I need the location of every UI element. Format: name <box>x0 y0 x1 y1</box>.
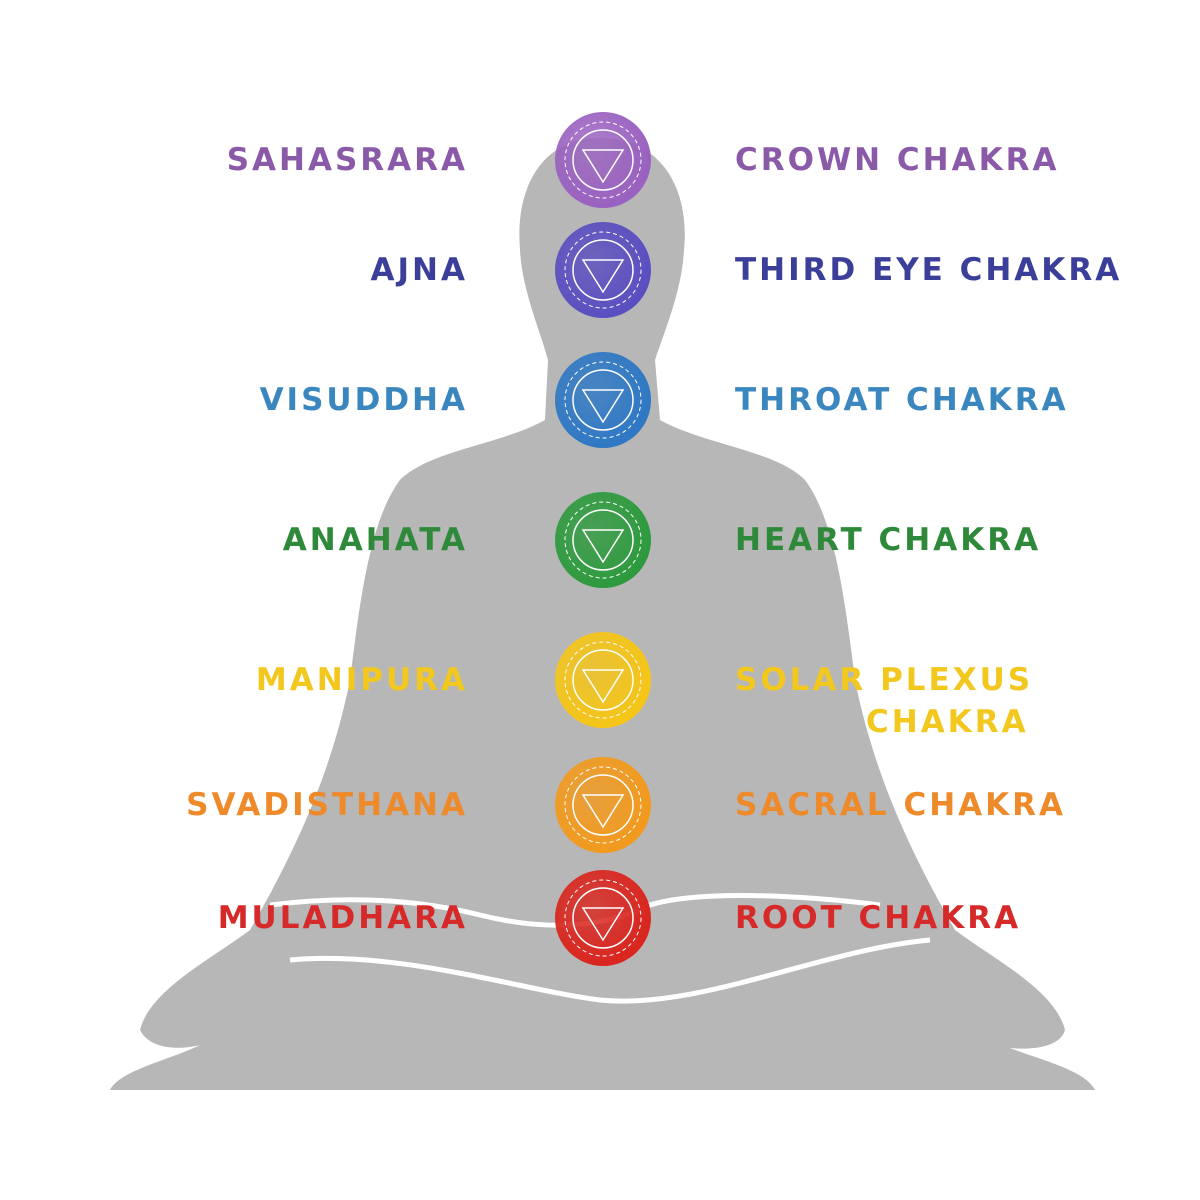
sanskrit-label: SVADISTHANA <box>186 787 468 823</box>
crown-chakra-icon <box>555 112 651 208</box>
heart-chakra-icon <box>555 492 651 588</box>
sanskrit-label: SAHASRARA <box>226 142 468 178</box>
root-chakra-icon <box>555 870 651 966</box>
solar-plexus-chakra-icon <box>555 632 651 728</box>
english-label-line2: CHAKRA <box>866 704 1029 740</box>
english-label: SOLAR PLEXUS <box>735 662 1034 698</box>
sanskrit-label: VISUDDHA <box>259 382 468 418</box>
sanskrit-label: ANAHATA <box>282 522 468 558</box>
third-eye-chakra-icon <box>555 222 651 318</box>
english-label: HEART CHAKRA <box>735 522 1042 558</box>
sanskrit-label: MULADHARA <box>217 900 468 936</box>
sanskrit-label: MANIPURA <box>255 662 468 698</box>
english-label: ROOT CHAKRA <box>735 900 1022 936</box>
english-label: SACRAL CHAKRA <box>735 787 1067 823</box>
english-label: THIRD EYE CHAKRA <box>735 252 1123 288</box>
sacral-chakra-icon <box>555 757 651 853</box>
throat-chakra-icon <box>555 352 651 448</box>
english-label: CROWN CHAKRA <box>735 142 1060 178</box>
english-label: THROAT CHAKRA <box>735 382 1069 418</box>
sanskrit-label: AJNA <box>370 252 468 288</box>
